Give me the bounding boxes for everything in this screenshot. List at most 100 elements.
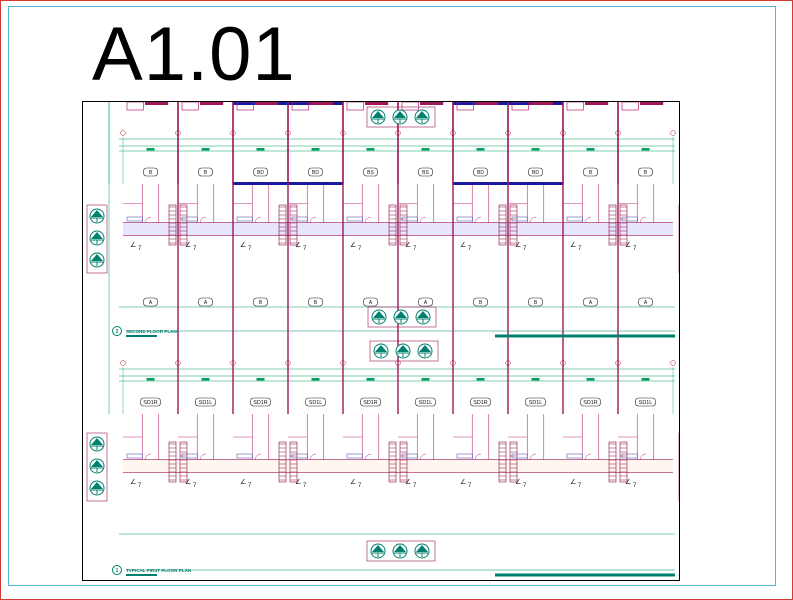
stairs	[509, 441, 518, 483]
unit-type-label: SD1L	[419, 400, 433, 406]
door-swing	[529, 216, 537, 224]
fixture	[291, 101, 309, 111]
stair-outline	[509, 441, 518, 483]
dimension-mark	[641, 148, 650, 151]
room-tag: ∠	[130, 241, 136, 249]
marker-group-frame	[366, 540, 436, 562]
fixture	[401, 101, 419, 111]
cabinet	[126, 216, 143, 222]
dimension-mark	[311, 148, 320, 151]
marker-group	[369, 340, 439, 362]
unit-type-tag: BD	[253, 167, 268, 177]
stairs	[619, 204, 628, 246]
fixture	[456, 101, 474, 111]
dimension-mark	[531, 378, 540, 381]
fixture-bar	[255, 102, 279, 105]
door-swing	[584, 453, 592, 461]
room-tag-number: 7	[633, 246, 637, 252]
dimension-mark	[641, 378, 650, 381]
unit-tag-outline	[198, 167, 213, 177]
stairs	[619, 441, 628, 483]
unit-type-tag: BD	[473, 167, 488, 177]
room-tag-number: 7	[578, 246, 582, 252]
unit-type-tag: A	[363, 297, 378, 307]
unit-type-label: B	[259, 300, 263, 306]
fixture	[621, 101, 639, 111]
room-tag: ∠	[240, 478, 246, 486]
fixture-bar	[420, 102, 444, 105]
door-swing	[474, 216, 482, 224]
dimension-mark	[256, 148, 265, 151]
unit-module: ∠7	[562, 101, 617, 489]
view-number-bubble	[112, 565, 122, 575]
section-marker	[89, 480, 105, 496]
door-swing	[364, 216, 372, 224]
marker-arrow	[372, 111, 384, 118]
unit-tag-outline	[473, 297, 488, 307]
unit-tag-outline	[363, 167, 378, 177]
stairs	[388, 204, 397, 246]
dimension-strings	[108, 102, 705, 308]
room-tag-number: 7	[358, 246, 362, 252]
unit-module: ∠7	[123, 101, 177, 489]
unit-tag-outline	[580, 397, 601, 407]
section-marker	[417, 343, 433, 359]
unit-type-label: B	[534, 300, 538, 306]
marker-group-frame	[369, 340, 439, 362]
unit-tag-outline	[198, 297, 213, 307]
stair-outline	[619, 204, 628, 246]
unit-type-tag: B	[198, 167, 213, 177]
unit-type-tag: SD1L	[415, 397, 436, 407]
dimension-mark	[201, 148, 210, 151]
marker-group-frame	[366, 106, 436, 128]
stair-outline	[278, 441, 287, 483]
unit-tag-outline	[143, 297, 158, 307]
fixture	[566, 101, 584, 111]
view-number: 1	[116, 568, 119, 574]
marker-group	[86, 204, 108, 274]
unit-tag-outline	[638, 167, 653, 177]
dimension-mark	[311, 378, 320, 381]
room-tag: ∠	[515, 241, 521, 249]
dimension-mark	[586, 378, 595, 381]
unit-type-tag: SD1L	[525, 397, 546, 407]
unit-tag-outline	[305, 397, 326, 407]
stairs	[179, 204, 188, 246]
fixture-bar	[145, 102, 169, 105]
unit-type-label: BS	[422, 170, 429, 176]
marker-group-frame	[367, 306, 437, 328]
stairs	[289, 441, 298, 483]
unit-type-tag: A	[418, 297, 433, 307]
stair-outline	[168, 204, 177, 246]
grid-bubble	[120, 360, 126, 366]
door-swing	[639, 453, 647, 461]
unit-type-label: A	[644, 300, 648, 306]
section-marker	[395, 343, 411, 359]
dimension-mark	[586, 148, 595, 151]
cabinet	[401, 216, 418, 222]
stairs	[168, 204, 177, 246]
view-number: 2	[116, 329, 119, 335]
room-tag-number: 7	[523, 483, 527, 489]
unit-tag-outline	[418, 297, 433, 307]
walls	[123, 459, 673, 473]
room-tag: ∠	[460, 241, 466, 249]
room-tag: ∠	[295, 241, 301, 249]
marker-arrow	[417, 311, 429, 318]
stairs	[498, 204, 507, 246]
stairs	[608, 204, 617, 246]
unit-tag-outline	[528, 167, 543, 177]
stair-outline	[179, 204, 188, 246]
unit-tag-outline	[473, 167, 488, 177]
unit-type-label: SD1R	[253, 400, 267, 406]
unit-tag-outline	[415, 397, 436, 407]
cabinet	[291, 453, 308, 459]
unit-type-label: SD1R	[583, 400, 597, 406]
unit-type-tag: SD1R	[580, 397, 601, 407]
cabinet	[346, 453, 363, 459]
unit-module: ∠7	[617, 101, 664, 489]
dimension-mark	[366, 148, 375, 151]
room-tag: ∠	[185, 478, 191, 486]
